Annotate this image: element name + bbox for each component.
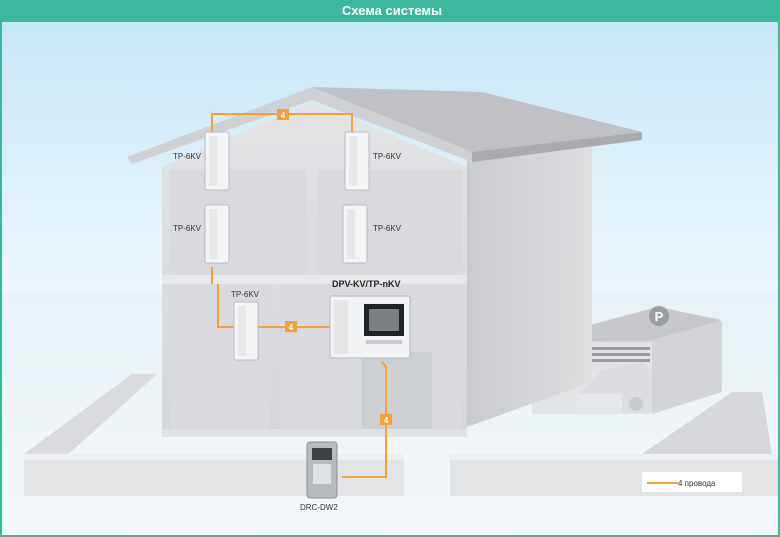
legend-label: 4 провода: [678, 479, 716, 488]
parking-symbol: P: [655, 309, 664, 324]
fence-front-left: [24, 454, 404, 496]
svg-text:TP-6KV: TP-6KV: [231, 290, 260, 299]
system-diagram: P 4 4: [2, 22, 778, 535]
handset-tp6kv-4: TP-6KV: [342, 204, 402, 264]
handset-tp6kv-1: TP-6KV: [173, 131, 230, 191]
wire-badge-mid: 4: [285, 321, 297, 332]
svg-text:4: 4: [384, 416, 389, 425]
svg-text:4: 4: [281, 111, 286, 120]
roof-left: [127, 87, 472, 164]
legend: 4 провода: [642, 472, 742, 492]
interior-partition: [362, 352, 432, 434]
room-upper-right: [317, 170, 462, 275]
door-camera: DRC-DW2: [300, 441, 338, 512]
fence-right: [642, 392, 772, 454]
video-monitor: DPV-KV/TP-nKV: [329, 279, 411, 359]
roof-right: [312, 87, 642, 152]
diagram-title: Схема системы: [2, 0, 778, 22]
svg-text:4: 4: [289, 323, 294, 332]
parking-sign: [649, 306, 669, 326]
room-upper-left: [170, 170, 307, 275]
handset-tp6kv-3: TP-6KV: [173, 204, 230, 264]
wire-badge-top: 4: [277, 109, 289, 120]
floor-slab: [162, 275, 467, 284]
svg-text:TP-6KV: TP-6KV: [173, 152, 202, 161]
svg-text:TP-6KV: TP-6KV: [373, 224, 402, 233]
house-side-wall: [467, 140, 592, 427]
car: [577, 362, 652, 414]
monitor-label: DPV-KV/TP-nKV: [332, 279, 401, 289]
handset-tp6kv-5: TP-6KV: [231, 290, 260, 361]
fence-left: [24, 374, 157, 460]
door-camera-label: DRC-DW2: [300, 503, 338, 512]
wire-badge-down: 4: [380, 414, 392, 425]
svg-text:TP-6KV: TP-6KV: [173, 224, 202, 233]
svg-text:TP-6KV: TP-6KV: [373, 152, 402, 161]
handset-tp6kv-2: TP-6KV: [344, 131, 402, 191]
